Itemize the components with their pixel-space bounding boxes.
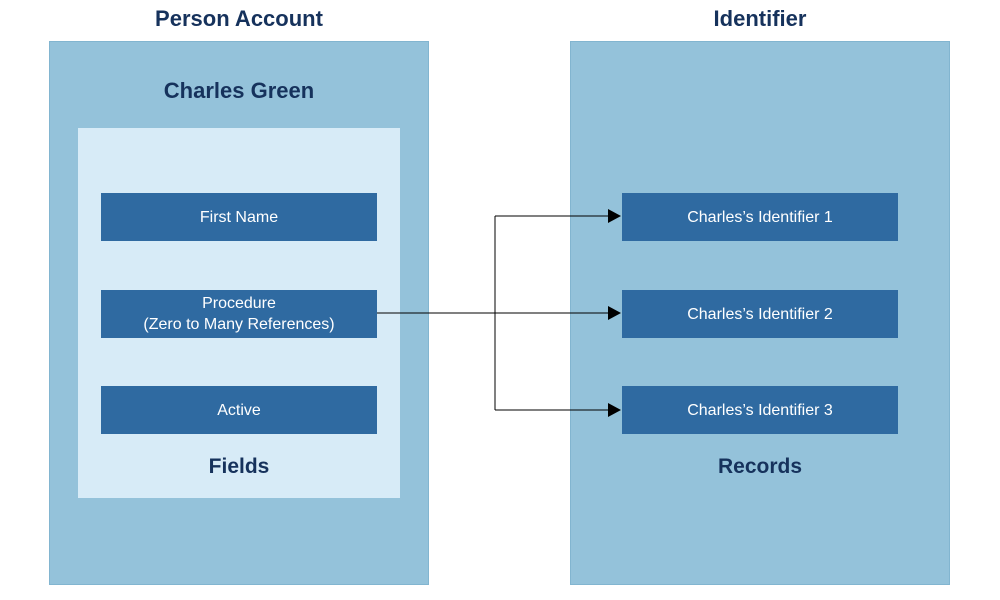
person-account-title: Person Account bbox=[155, 6, 323, 31]
identifier-title: Identifier bbox=[713, 6, 807, 31]
field-active: Active bbox=[101, 386, 377, 434]
field-label: First Name bbox=[199, 208, 279, 226]
field-label: Active bbox=[217, 401, 261, 419]
records-label: Records bbox=[717, 455, 803, 478]
account-name-heading: Charles Green bbox=[163, 78, 315, 103]
field-label: Procedure bbox=[202, 295, 276, 312]
field-first-name: First Name bbox=[101, 193, 377, 241]
record-identifier-1: Charles’s Identifier 1 bbox=[622, 193, 898, 241]
record-identifier-3: Charles’s Identifier 3 bbox=[622, 386, 898, 434]
record-label: Charles’s Identifier 1 bbox=[687, 208, 833, 226]
field-sublabel: (Zero to Many References) bbox=[143, 316, 335, 333]
record-label: Charles’s Identifier 2 bbox=[687, 305, 833, 323]
field-procedure: Procedure (Zero to Many References) bbox=[101, 290, 377, 338]
record-label: Charles’s Identifier 3 bbox=[687, 401, 833, 419]
fields-label: Fields bbox=[208, 455, 270, 478]
record-identifier-2: Charles’s Identifier 2 bbox=[622, 290, 898, 338]
